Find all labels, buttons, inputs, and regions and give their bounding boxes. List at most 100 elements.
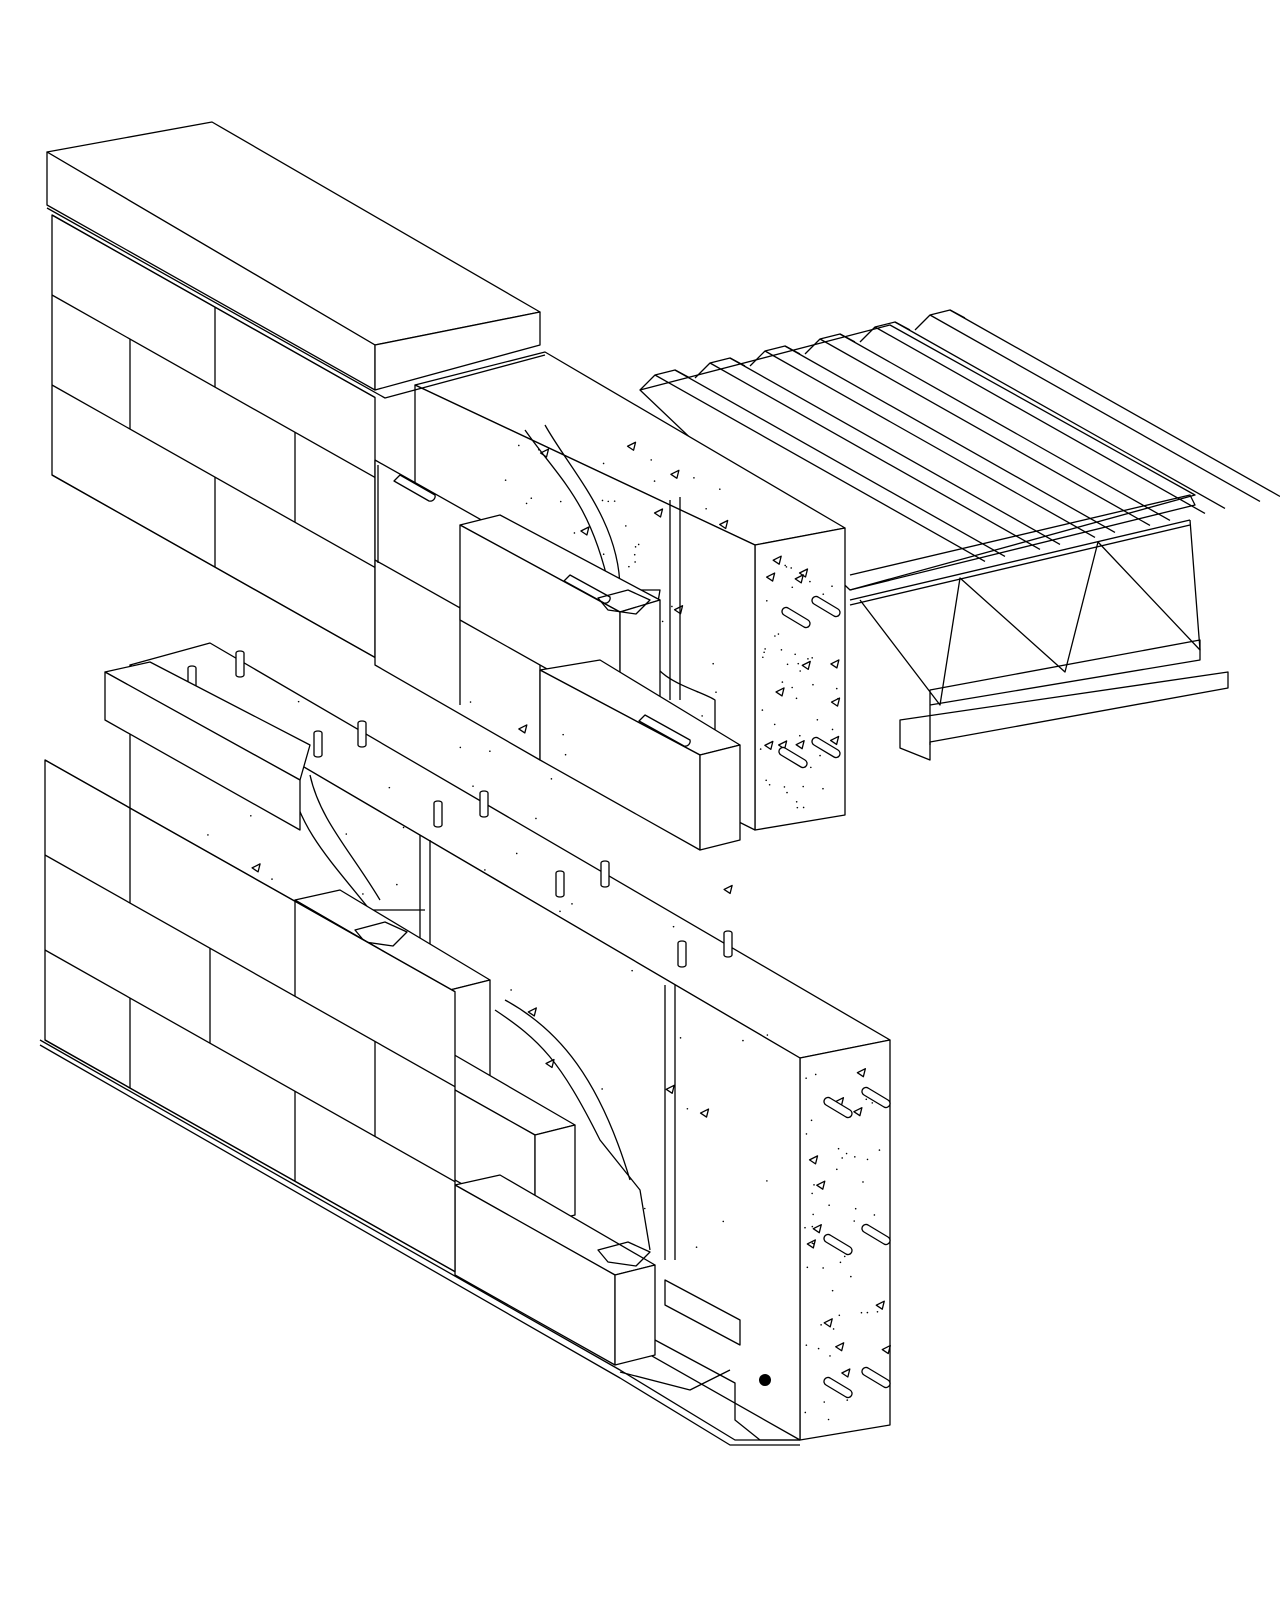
- dowel: [781, 606, 811, 629]
- speckle: [766, 1034, 769, 1036]
- speckle: [537, 448, 540, 451]
- speckle: [805, 1077, 807, 1079]
- speckle: [766, 1180, 768, 1182]
- aggregate-mark: [808, 1155, 819, 1165]
- speckle: [876, 1310, 879, 1313]
- speckle: [601, 1088, 603, 1090]
- dowel: [861, 1366, 891, 1389]
- speckle: [345, 833, 348, 835]
- speckle: [797, 662, 800, 665]
- speckle: [634, 546, 637, 548]
- lower-brick-veneer: [44, 759, 456, 1273]
- deck-rib-line: [764, 350, 1096, 539]
- speckle: [796, 806, 799, 809]
- speckle: [866, 1158, 869, 1161]
- deck-rib-line: [929, 314, 1261, 503]
- deck-rib-line: [874, 326, 1206, 515]
- speckle: [550, 778, 553, 780]
- base-flashing: [39, 1039, 800, 1446]
- aggregate-mark: [719, 519, 729, 530]
- aggregate-mark: [853, 1107, 863, 1117]
- speckle: [712, 662, 714, 665]
- dowel: [555, 870, 565, 898]
- aggregate-mark: [626, 441, 637, 451]
- speckle: [836, 1168, 838, 1171]
- aggregate-mark: [801, 660, 811, 671]
- speckle: [828, 1204, 830, 1206]
- aggregate-mark: [841, 1368, 851, 1378]
- speckle: [780, 649, 783, 651]
- speckle: [786, 791, 788, 794]
- speckle: [850, 1275, 852, 1278]
- speckle: [695, 1246, 698, 1248]
- speckle: [853, 1220, 856, 1222]
- speckle: [810, 766, 812, 769]
- speckle: [843, 1255, 846, 1258]
- speckle: [559, 500, 562, 503]
- speckle: [388, 786, 391, 789]
- dowel: [811, 595, 841, 618]
- speckle: [802, 785, 804, 788]
- speckle: [805, 1344, 808, 1346]
- speckle: [812, 683, 814, 686]
- speckle: [207, 834, 209, 836]
- speckle: [601, 499, 604, 502]
- speckle: [250, 814, 252, 817]
- speckle: [811, 657, 813, 659]
- speckle: [765, 779, 767, 782]
- speckle: [816, 718, 819, 721]
- coping: [46, 121, 546, 399]
- dowel: [479, 790, 489, 818]
- dowel: [600, 860, 610, 888]
- upper-inner-blocks: [393, 474, 741, 851]
- speckle: [773, 723, 776, 726]
- deck-rib-line: [894, 321, 1226, 510]
- dowel: [235, 650, 245, 678]
- speckle: [822, 593, 825, 595]
- aggregate-mark: [723, 884, 733, 895]
- aggregate-mark: [673, 605, 684, 615]
- speckle: [839, 1261, 842, 1264]
- speckle: [271, 878, 273, 880]
- aggregate-mark: [251, 863, 261, 873]
- speckle: [837, 1147, 840, 1150]
- speckle: [705, 507, 707, 510]
- speckle: [819, 754, 821, 757]
- speckle: [602, 462, 605, 465]
- deck-rib-line: [729, 357, 1061, 546]
- speckle: [809, 580, 811, 583]
- speckle: [297, 700, 300, 703]
- speckle: [564, 753, 567, 756]
- deck-rib-line: [839, 333, 1171, 522]
- aggregate-mark: [665, 1084, 675, 1094]
- speckle: [722, 1220, 725, 1223]
- speckle: [827, 1418, 830, 1421]
- speckle: [802, 806, 805, 809]
- speckle: [573, 532, 576, 534]
- speckle: [518, 444, 520, 447]
- aggregate-mark: [775, 687, 785, 697]
- speckle: [781, 681, 784, 683]
- speckle: [759, 748, 762, 750]
- aggregate-mark: [816, 1180, 826, 1190]
- aggregate-mark: [765, 572, 776, 582]
- speckle: [835, 687, 838, 690]
- speckle: [791, 586, 794, 589]
- speckle: [785, 566, 788, 568]
- speckle: [866, 1311, 869, 1314]
- deck-edge: [849, 494, 1196, 591]
- speckle: [602, 553, 605, 556]
- deck-rib-line: [674, 369, 1006, 558]
- speckle: [686, 1107, 689, 1110]
- mortar-bed-joint: [51, 474, 376, 659]
- speckle: [719, 488, 721, 490]
- speckle: [838, 1314, 841, 1317]
- aggregate-mark: [829, 735, 840, 746]
- speckle: [791, 686, 793, 689]
- dowel: [433, 800, 443, 828]
- metal-deck: [639, 309, 1280, 591]
- speckle: [846, 1399, 849, 1401]
- speckle: [854, 1207, 857, 1210]
- dowel: [313, 730, 323, 758]
- deck-rib-line: [819, 338, 1151, 527]
